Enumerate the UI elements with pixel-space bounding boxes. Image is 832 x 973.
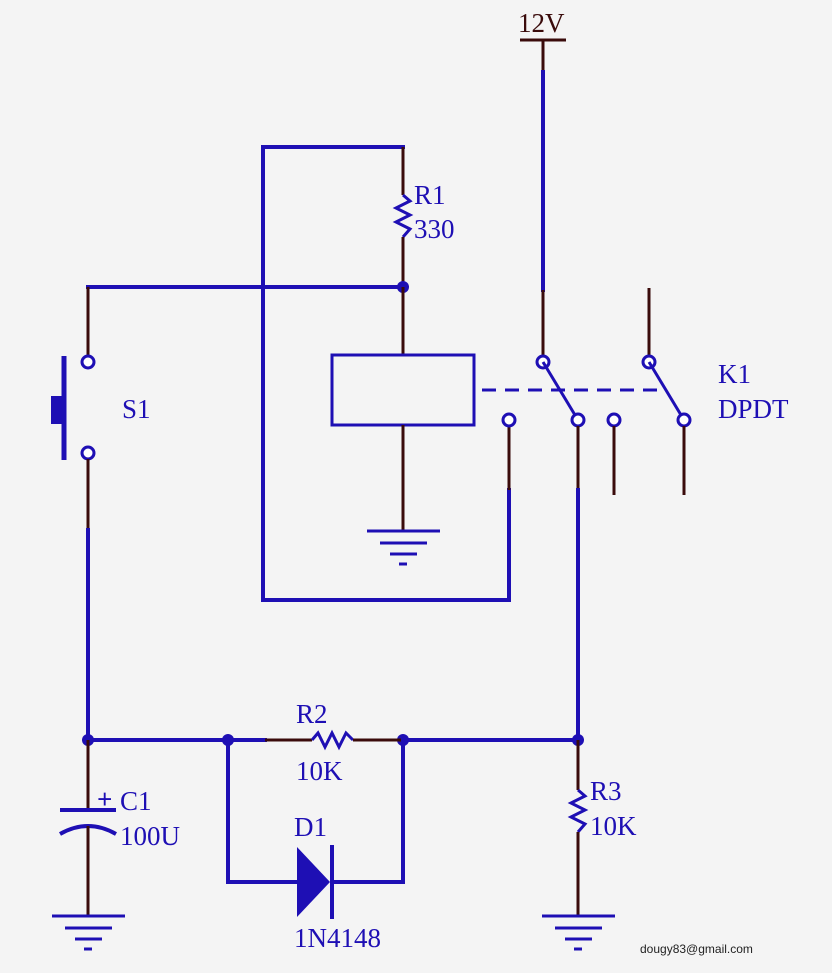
r3-value: 10K: [590, 811, 637, 841]
k1-value: DPDT: [718, 394, 789, 424]
r2-ref: R2: [296, 699, 328, 729]
diode-d1: [226, 738, 405, 919]
r3-ref: R3: [590, 776, 622, 806]
supply-12v: 12V: [518, 8, 566, 72]
capacitor-c1: [59, 740, 117, 915]
author-credit: dougy83@gmail.com: [640, 942, 753, 956]
ground-r3-icon: [542, 914, 615, 951]
wire-feedback-loop: [261, 145, 511, 602]
d1-ref: D1: [294, 812, 327, 842]
d1-value: 1N4148: [294, 923, 381, 953]
r2-value: 10K: [296, 756, 343, 786]
k1-ref: K1: [718, 359, 751, 389]
resistor-r1: R1 330: [392, 147, 455, 285]
s1-ref: S1: [122, 394, 151, 424]
relay-pole-1: [501, 354, 586, 490]
relay-coil-k1: [330, 353, 476, 530]
resistor-r3: [567, 740, 589, 915]
ground-c1-icon: [52, 914, 125, 951]
switch-s1: [51, 287, 96, 530]
c1-ref: C1: [120, 786, 152, 816]
c1-value: 100U: [120, 821, 180, 851]
ground-coil-icon: [367, 529, 440, 566]
c1-polarity: +: [97, 784, 112, 814]
resistor-r2: [265, 729, 403, 751]
r1-ref: R1: [414, 180, 446, 210]
relay-pole-2: [606, 288, 692, 495]
vcc-label: 12V: [518, 8, 565, 38]
r1-value: 330: [414, 214, 455, 244]
